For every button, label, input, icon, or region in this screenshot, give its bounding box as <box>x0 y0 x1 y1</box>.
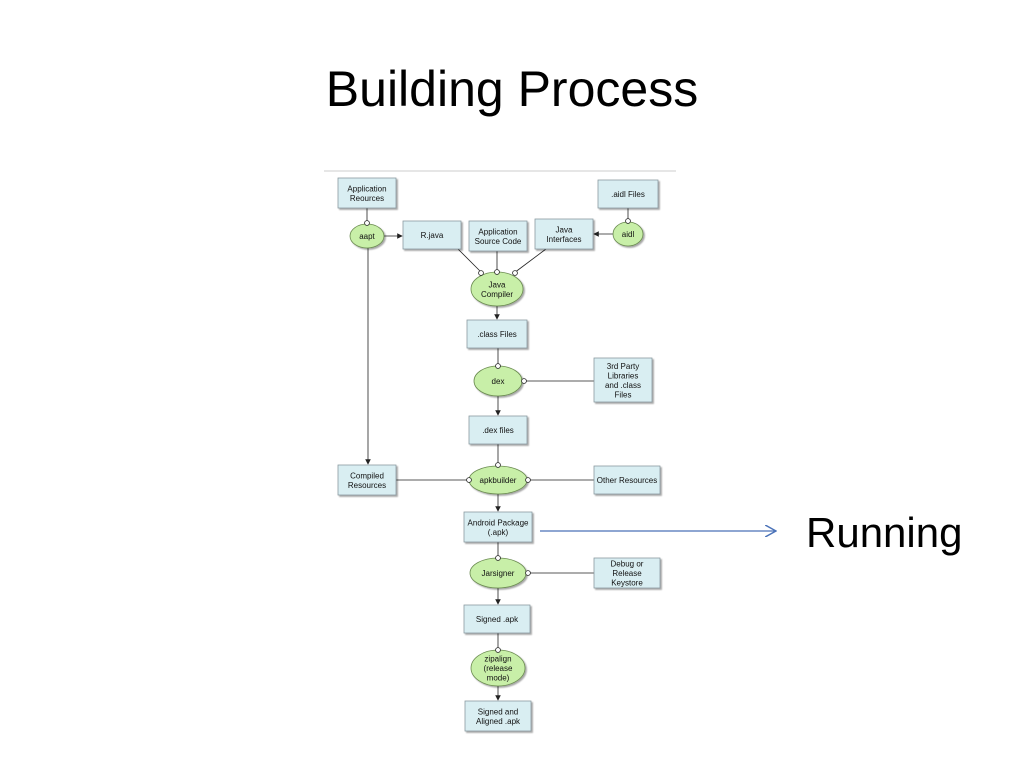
running-label: Running <box>806 509 963 556</box>
input-dot <box>495 555 501 561</box>
conn-interfaces-compiler <box>513 248 547 274</box>
input-dot <box>495 363 501 369</box>
class-files-box: .class Files <box>466 319 528 349</box>
input-dot <box>495 462 501 468</box>
java-interfaces-label: Interfaces <box>546 235 581 244</box>
dex-files-label: .dex files <box>482 426 514 435</box>
slide-title: Building Process <box>325 61 699 117</box>
aidl-label: aidl <box>622 230 635 239</box>
input-dot <box>525 477 531 483</box>
signed-aligned-apk-label: Signed and <box>478 707 518 716</box>
input-dot <box>495 647 501 653</box>
input-dot <box>466 477 472 483</box>
compiled-resources-label: Resources <box>348 481 386 490</box>
application-resources-label: Application <box>347 184 386 193</box>
aidl-files-label: .aidl Files <box>611 190 645 199</box>
application-source-code-label: Application <box>478 227 517 236</box>
apkbuilder-tool: apkbuilder <box>468 465 528 495</box>
debug-release-keystore-label: Keystore <box>611 579 643 588</box>
apkbuilder-label: apkbuilder <box>480 476 517 485</box>
debug-release-keystore-label: Debug or <box>611 560 644 569</box>
input-dot <box>478 270 484 276</box>
aapt-tool: aapt <box>349 223 385 249</box>
aidl-files-box: .aidl Files <box>597 179 659 209</box>
zipalign-label: (release <box>484 664 513 673</box>
android-package-label: (.apk) <box>488 528 509 537</box>
input-dot <box>521 378 527 384</box>
compiled-resources-label: Compiled <box>350 471 384 480</box>
other-resources-box: Other Resources <box>593 465 661 495</box>
application-source-code-label: Source Code <box>475 237 522 246</box>
r-java-label: R.java <box>421 231 444 240</box>
java-compiler-label: Compiler <box>481 290 513 299</box>
android-package-box: Android Package(.apk) <box>463 511 533 543</box>
zipalign-label: zipalign <box>484 655 511 664</box>
signed-apk-label: Signed .apk <box>476 615 519 624</box>
android-package-label: Android Package <box>468 518 529 527</box>
aapt-label: aapt <box>359 232 375 241</box>
connectors <box>365 208 629 701</box>
jarsigner-tool: Jarsigner <box>469 557 527 589</box>
java-compiler-label: Java <box>489 280 506 289</box>
input-dot <box>364 220 370 226</box>
dex-files-box: .dex files <box>468 415 528 445</box>
class-files-label: .class Files <box>477 330 517 339</box>
third-party-libraries-label: 3rd Party <box>607 362 639 371</box>
input-dot <box>494 269 500 275</box>
jarsigner-label: Jarsigner <box>482 569 515 578</box>
input-dot <box>525 570 531 576</box>
third-party-libraries-label: Libraries <box>608 371 639 380</box>
other-resources-label: Other Resources <box>597 476 657 485</box>
input-dot <box>625 218 631 224</box>
input-dot <box>512 270 518 276</box>
debug-release-keystore-label: Release <box>612 569 642 578</box>
third-party-libraries-label: Files <box>615 390 632 399</box>
zipalign-label: mode) <box>487 674 510 683</box>
r-java-box: R.java <box>402 220 462 250</box>
aidl-tool: aidl <box>612 221 644 247</box>
signed-aligned-apk-label: Aligned .apk <box>476 717 521 726</box>
signed-apk-box: Signed .apk <box>463 604 531 634</box>
conn-rjava-compiler <box>457 248 483 274</box>
application-resources-label: Reources <box>350 194 384 203</box>
java-interfaces-label: Java <box>556 225 573 234</box>
dex-tool: dex <box>473 365 523 397</box>
third-party-libraries-label: and .class <box>605 381 641 390</box>
dex-label: dex <box>492 377 505 386</box>
